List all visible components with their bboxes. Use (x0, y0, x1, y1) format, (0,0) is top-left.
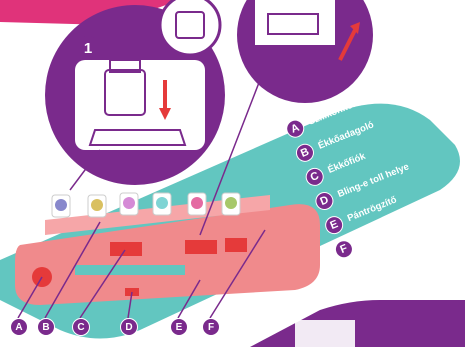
display-left (110, 242, 142, 256)
display-right (225, 238, 247, 252)
bottom-detail (295, 320, 355, 347)
jar-inset-circle (160, 0, 220, 55)
callout-f: F (202, 318, 220, 336)
purple-band-bottom (250, 300, 465, 347)
callout-a: A (10, 318, 28, 336)
callout-d: D (120, 318, 138, 336)
callout-b: B (37, 318, 55, 336)
callout-c: C (72, 318, 90, 336)
display-mid (185, 240, 217, 254)
gem-drawer (75, 265, 185, 275)
dispenser-detail-box (75, 60, 205, 150)
callout-e: E (170, 318, 188, 336)
step-number-badge: 1 (76, 36, 100, 60)
